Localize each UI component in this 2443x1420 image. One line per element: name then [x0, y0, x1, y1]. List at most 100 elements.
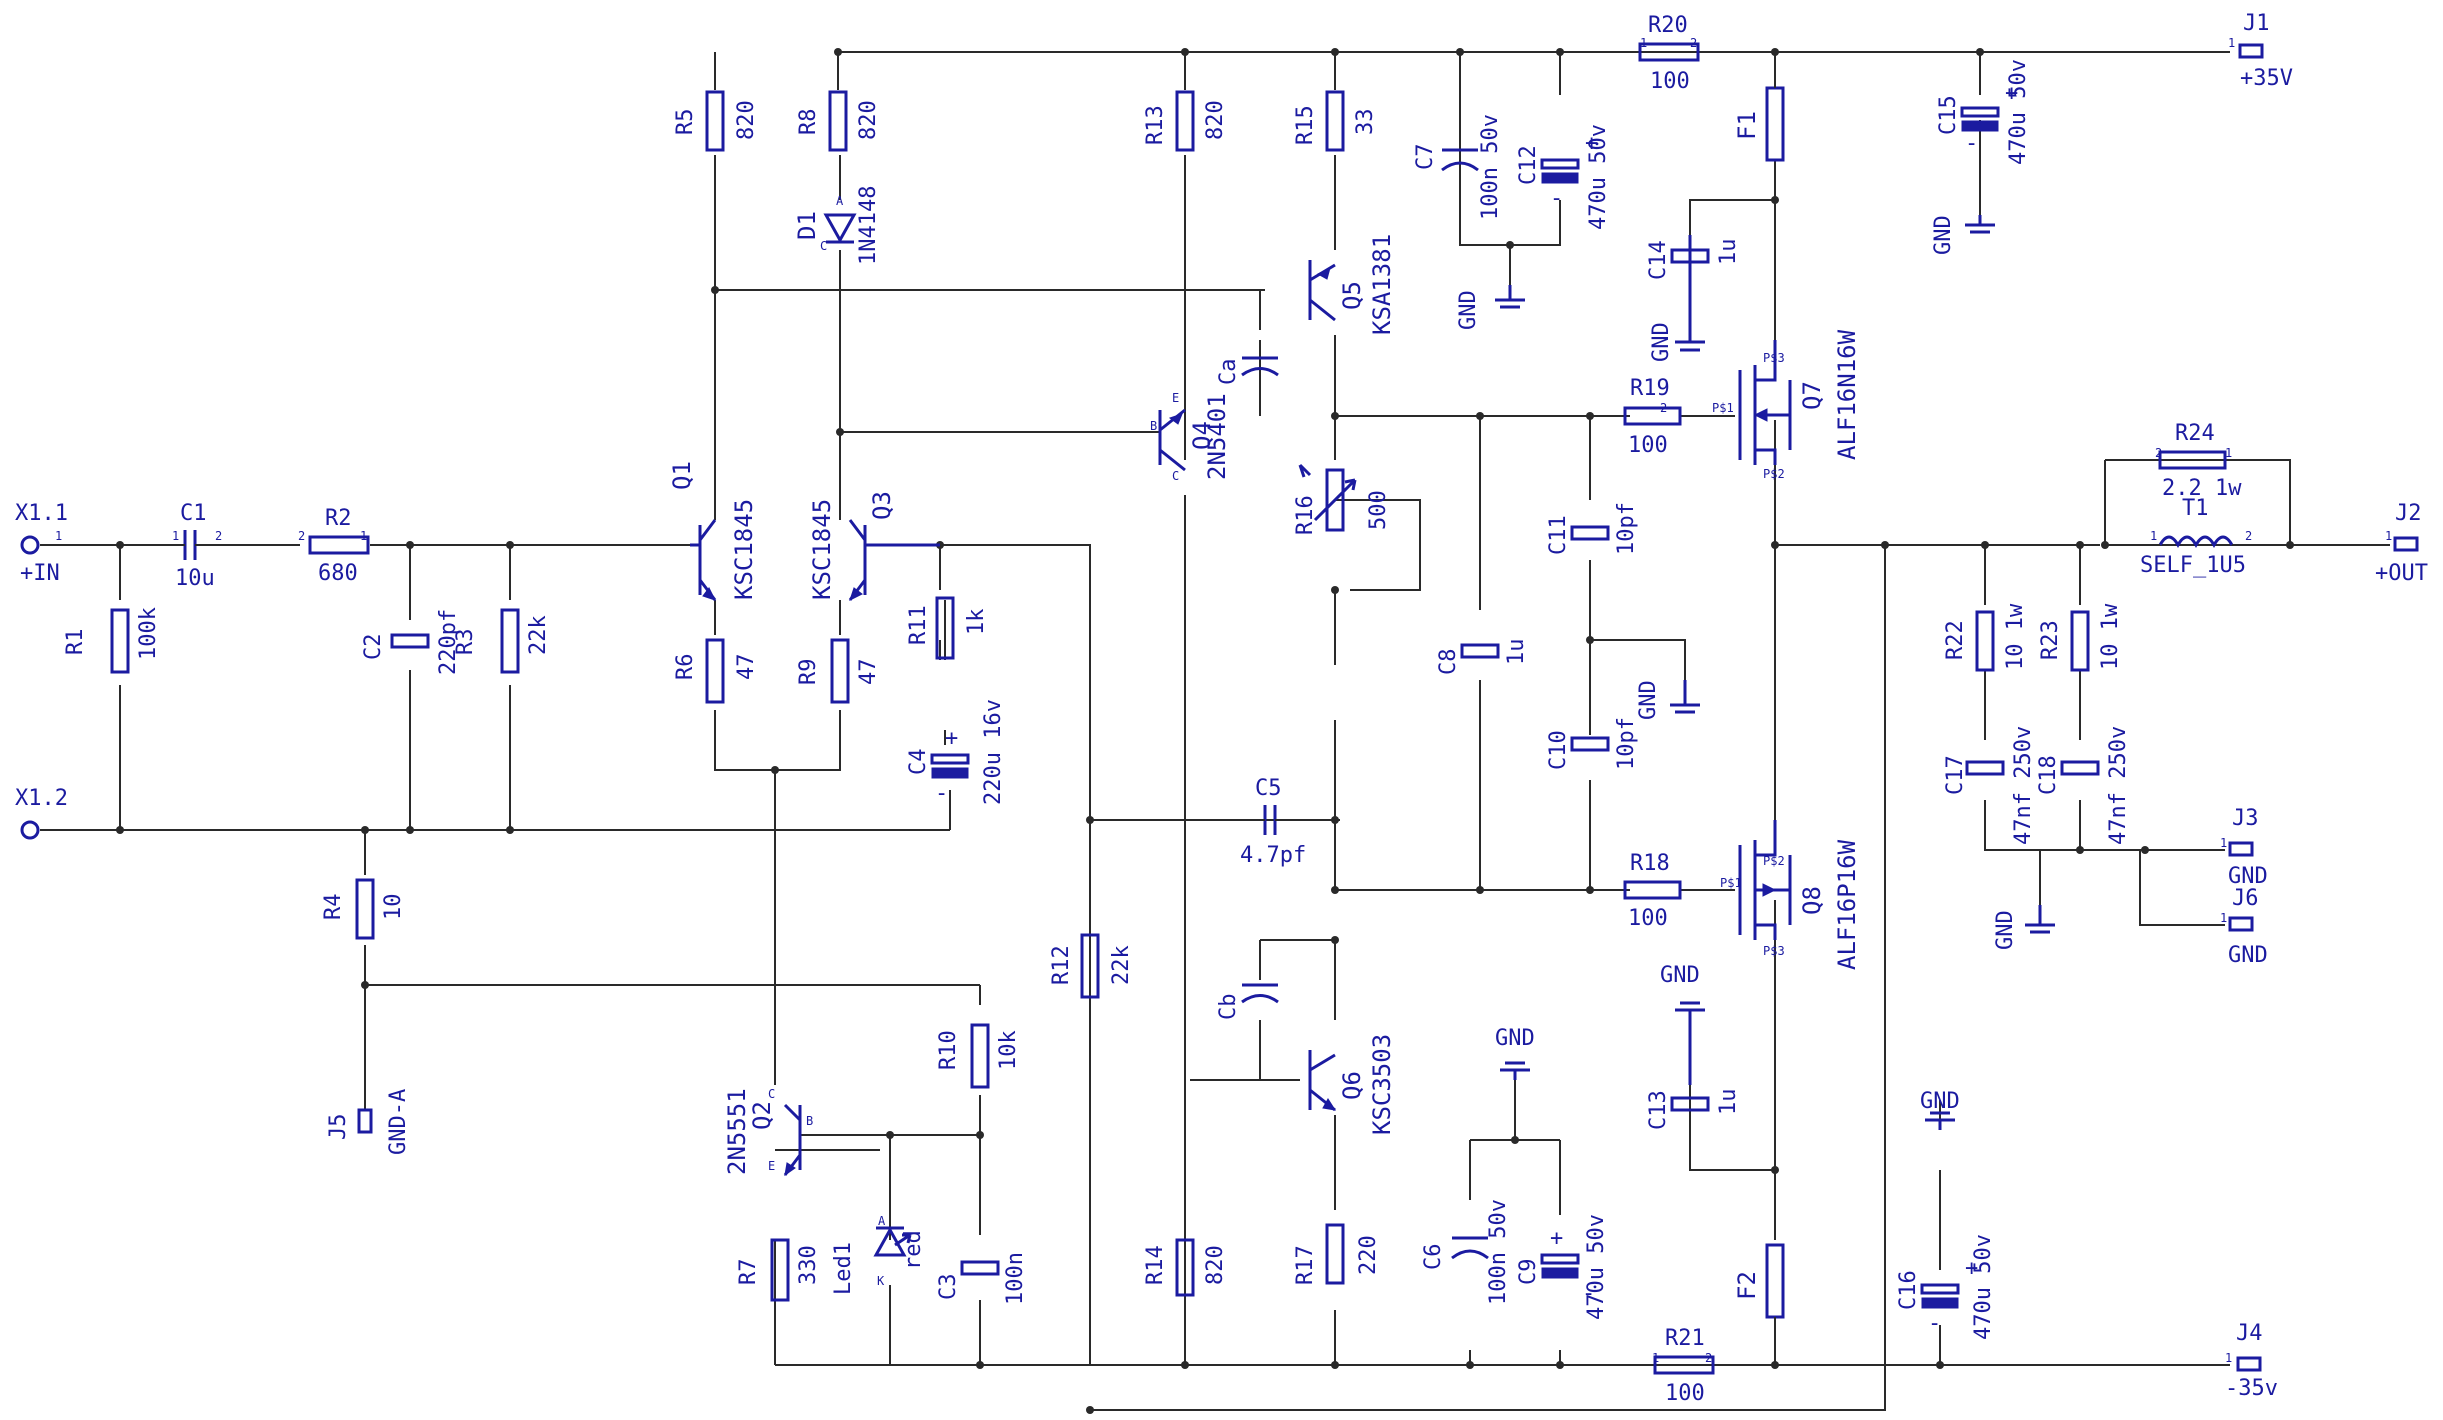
svg-text:C16: C16 — [1896, 1270, 1921, 1310]
svg-text:2N5401: 2N5401 — [1203, 393, 1231, 480]
svg-text:R9: R9 — [796, 659, 821, 686]
capacitor-c9: + - C9 470u 50v — [1516, 1214, 1609, 1320]
capacitor-c18: C18 47nf 250v — [2036, 726, 2131, 845]
capacitor-c6: C6 100n 50v — [1421, 1199, 1511, 1305]
svg-text:P$1: P$1 — [1712, 401, 1734, 415]
svg-text:+IN: +IN — [20, 561, 60, 586]
svg-text:1: 1 — [2225, 1351, 2232, 1365]
connector-j6: J6 GND — [2228, 886, 2268, 968]
transistor-q6: Q6 KSC3503 — [1308, 1034, 1396, 1135]
connector-j1: J1 +35V — [2238, 11, 2293, 91]
svg-text:B: B — [1150, 419, 1157, 433]
svg-text:Q8: Q8 — [1798, 886, 1826, 915]
svg-text:KSC1845: KSC1845 — [730, 499, 758, 600]
svg-text:X1.1: X1.1 — [15, 501, 68, 526]
connector-x1-1: X1.1 +IN — [15, 501, 68, 586]
svg-text:F2: F2 — [1733, 1271, 1761, 1300]
capacitor-ca: Ca — [1216, 356, 1279, 386]
svg-text:GND: GND — [2228, 943, 2268, 968]
polarity-minus: - — [1928, 1311, 1941, 1336]
polarity-minus: - — [1965, 131, 1978, 156]
capacitor-c17: C17 47nf 250v — [1943, 726, 2036, 845]
svg-text:GND: GND — [1495, 1026, 1535, 1051]
svg-text:GND-A: GND-A — [386, 1089, 411, 1155]
svg-text:P$2: P$2 — [1763, 467, 1785, 481]
svg-text:22k: 22k — [1109, 945, 1134, 985]
svg-text:B: B — [806, 1114, 813, 1128]
polarity-plus: + — [2005, 81, 2018, 106]
svg-text:C18: C18 — [2036, 755, 2061, 795]
transistor-q5: Q5 KSA1381 — [1308, 234, 1396, 335]
resistor-r13: R13 820 — [1143, 90, 1228, 152]
svg-text:820: 820 — [1203, 1245, 1228, 1285]
resistor-r17: R17 220 — [1293, 1223, 1381, 1285]
svg-text:10u: 10u — [175, 566, 215, 591]
connector-j5: J5 GND-A — [326, 1089, 411, 1155]
svg-text:R17: R17 — [1293, 1245, 1318, 1285]
capacitor-c11: C11 10pf — [1546, 502, 1639, 555]
svg-text:P$1: P$1 — [1720, 876, 1742, 890]
svg-text:P$3: P$3 — [1763, 944, 1785, 958]
connectors: X1.1 +IN X1.2 J1 +35V J2 +OUT J3 GND J4 … — [15, 11, 2428, 1401]
svg-text:Led1: Led1 — [831, 1242, 856, 1295]
svg-text:470u 50v: 470u 50v — [2006, 59, 2031, 165]
svg-text:GND: GND — [1993, 910, 2018, 950]
resistor-r4: R4 10 — [321, 878, 406, 940]
resistors: R1 100k R3 22k R4 10 R5 820 R6 47 R7 330… — [63, 13, 2242, 1406]
svg-text:Q2: Q2 — [748, 1101, 776, 1130]
svg-text:R11: R11 — [906, 605, 931, 645]
svg-text:100n 50v: 100n 50v — [1486, 1199, 1511, 1305]
svg-text:Q3: Q3 — [868, 491, 896, 520]
capacitor-c10: C10 10pf — [1546, 717, 1639, 770]
svg-text:Ca: Ca — [1216, 359, 1241, 386]
svg-text:820: 820 — [734, 100, 759, 140]
svg-text:1: 1 — [2385, 529, 2392, 543]
mosfet-q8: Q8 ALF16P16W — [1738, 820, 1861, 970]
capacitor-cb: Cb — [1216, 983, 1279, 1020]
transistor-q3: Q3 KSC1845 — [808, 491, 940, 601]
svg-text:GND: GND — [2228, 864, 2268, 889]
transistor-q1: Q1 KSC1845 — [668, 461, 758, 601]
resistor-r6: R6 47 — [673, 638, 759, 704]
svg-text:E: E — [768, 1159, 775, 1173]
svg-text:F1: F1 — [1733, 111, 1761, 140]
ground-symbols: GND GND GND GND GND GND GND GND — [1456, 215, 2055, 1130]
transistor-q4: Q4 2N5401 — [1158, 393, 1231, 480]
svg-text:GND: GND — [1931, 215, 1956, 255]
svg-text:2.2 1w: 2.2 1w — [2162, 476, 2242, 501]
svg-text:10pf: 10pf — [1614, 717, 1639, 770]
resistor-r22: R22 10 1w — [1943, 603, 2028, 672]
svg-text:P$3: P$3 — [1763, 351, 1785, 365]
svg-text:100n: 100n — [1003, 1252, 1028, 1305]
svg-text:2: 2 — [298, 529, 305, 543]
ground-symbol-c14: GND — [1649, 235, 1705, 362]
transistor-q2: Q2 2N5551 — [723, 1088, 802, 1177]
svg-text:100n 50v: 100n 50v — [1478, 114, 1503, 220]
svg-text:100k: 100k — [136, 607, 161, 660]
svg-text:P$2: P$2 — [1763, 854, 1785, 868]
connector-j4: J4 -35v — [2225, 1321, 2278, 1401]
polarity-minus: - — [1550, 186, 1563, 211]
svg-text:J6: J6 — [2232, 886, 2259, 911]
resistor-r10: R10 10k — [936, 1023, 1021, 1089]
svg-text:R21: R21 — [1665, 1326, 1705, 1351]
svg-text:R2: R2 — [325, 506, 352, 531]
svg-text:C1: C1 — [180, 501, 207, 526]
resistor-r20: R20 100 — [1638, 13, 1700, 94]
svg-text:1: 1 — [360, 529, 367, 543]
svg-text:820: 820 — [1203, 100, 1228, 140]
svg-text:C: C — [1172, 469, 1179, 483]
resistor-r11: R11 1k — [906, 596, 989, 660]
svg-text:C: C — [820, 239, 827, 253]
svg-text:C9: C9 — [1516, 1259, 1541, 1286]
svg-text:10pf: 10pf — [1614, 502, 1639, 555]
capacitor-c3: C3 100n — [936, 1252, 1028, 1305]
resistor-r2: R2 680 — [308, 506, 370, 586]
polarity-plus: + — [1965, 1256, 1978, 1281]
connector-j2: J2 +OUT — [2375, 501, 2428, 586]
svg-text:GND: GND — [1660, 963, 1700, 988]
resistor-r8: R8 820 — [796, 90, 881, 152]
capacitor-c14: C14 1u — [1646, 239, 1741, 281]
svg-text:C7: C7 — [1413, 144, 1438, 171]
capacitors: C1 10u C5 4.7pf C2 220pf C3 100n + - C4 … — [160, 59, 2131, 1340]
